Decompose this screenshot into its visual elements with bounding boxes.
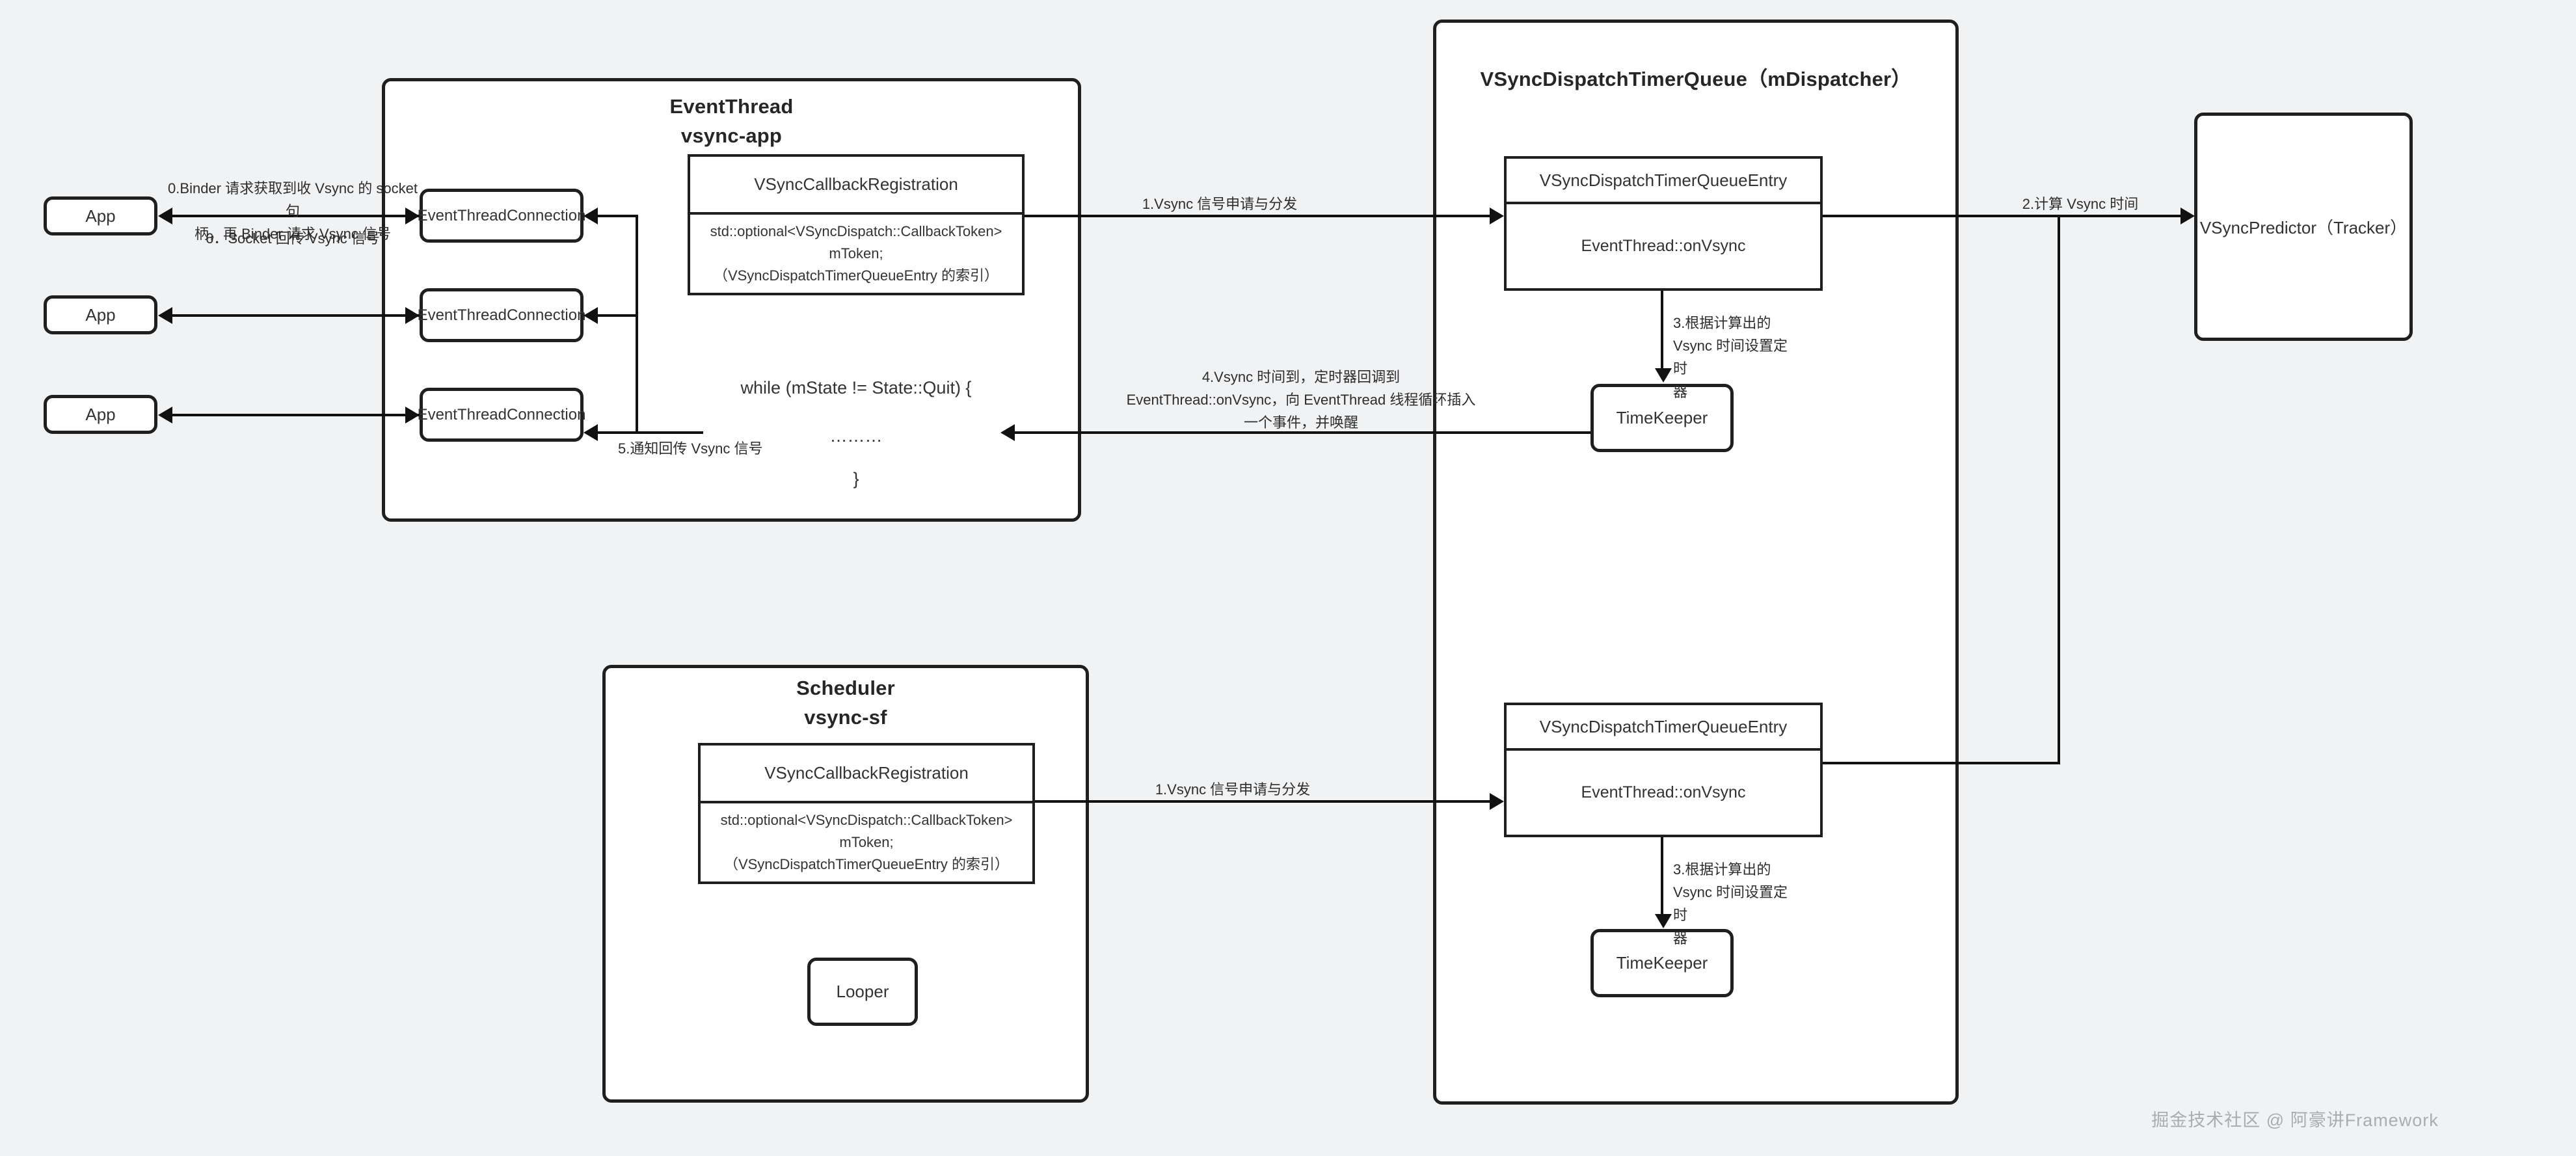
connector-timer-callback-line bbox=[1015, 431, 1590, 434]
scheduler-title: Scheduler bbox=[796, 677, 895, 699]
timekeeper-node-1-label: TimeKeeper bbox=[1616, 408, 1708, 427]
dispatcher-title: VSyncDispatchTimerQueue（mDispatcher） bbox=[1480, 68, 1912, 90]
vsync-predictor-panel[interactable]: VSyncPredictor（Tracker） bbox=[2194, 113, 2413, 341]
connector-predictor-bus-vertical bbox=[2058, 215, 2060, 763]
watermark: 掘金技术社区 @ 阿豪讲Framework bbox=[2151, 1110, 2439, 1130]
connector-set-timer-top-arrowhead bbox=[1655, 368, 1672, 383]
event-thread-registration-header: VSyncCallbackRegistration bbox=[690, 157, 1022, 215]
connector-vsync-dispatch-sf-arrowhead bbox=[1490, 793, 1504, 810]
edge-label-socket-return: 6．Socket 回传 Vsync 信号 bbox=[206, 230, 380, 247]
connector-notify-bus-horizontal bbox=[585, 431, 703, 434]
event-thread-connection-2-label: EventThreadConnection bbox=[417, 306, 586, 324]
edge-label-vsync-dispatch-sf: 1.Vsync 信号申请与分发 bbox=[1155, 781, 1311, 798]
event-thread-connection-3-label: EventThreadConnection bbox=[417, 405, 586, 423]
timekeeper-node-2-label: TimeKeeper bbox=[1616, 953, 1708, 973]
connector-vsync-dispatch-app-line bbox=[1025, 215, 1490, 217]
edge-label-binder-request: 0.Binder 请求获取到收 Vsync 的 socket 句 柄，再 Bin… bbox=[168, 180, 418, 243]
looper-node[interactable]: Looper bbox=[807, 958, 918, 1026]
dispatcher-entry-1[interactable]: VSyncDispatchTimerQueueEntry EventThread… bbox=[1504, 156, 1823, 291]
event-thread-subtitle: vsync-app bbox=[680, 124, 783, 147]
connector-notify-bus-vertical bbox=[636, 215, 638, 433]
connector-notify-branch-3-arrowhead bbox=[584, 424, 598, 441]
connector-app1-line bbox=[172, 215, 420, 217]
connector-app3-arrowhead-right bbox=[405, 407, 420, 423]
app-node-1-label: App bbox=[85, 206, 116, 226]
scheduler-title-group: Scheduler vsync-sf bbox=[602, 674, 1089, 733]
edge-label-notify-vsync-back: 5.通知回传 Vsync 信号 bbox=[618, 440, 763, 457]
connector-notify-branch-2 bbox=[598, 314, 638, 317]
edge-label-set-timer-bottom: 3.根据计算出的 Vsync 时间设置定时 器 bbox=[1673, 861, 1788, 947]
event-thread-loop-close: } bbox=[853, 469, 859, 489]
connector-set-timer-top-line bbox=[1661, 291, 1663, 370]
connector-set-timer-bottom-arrowhead bbox=[1655, 914, 1672, 928]
dispatcher-entry-1-body: EventThread::onVsync bbox=[1581, 237, 1746, 256]
app-node-1[interactable]: App bbox=[44, 196, 157, 235]
connector-compute-vsync-line bbox=[1823, 215, 2182, 217]
connector-app3-line bbox=[172, 414, 420, 416]
edge-label-compute-vsync-time: 2.计算 Vsync 时间 bbox=[2022, 196, 2139, 212]
dispatcher-entry-1-header: VSyncDispatchTimerQueueEntry bbox=[1507, 159, 1820, 204]
vsync-predictor-label: VSyncPredictor（Tracker） bbox=[2199, 218, 2408, 237]
event-thread-loop-dots: ……… bbox=[829, 426, 883, 446]
connector-app1-arrowhead-right bbox=[405, 208, 420, 224]
connector-notify-branch-1-arrowhead bbox=[584, 208, 598, 224]
event-thread-title-group: EventThread vsync-app bbox=[382, 92, 1081, 151]
timekeeper-node-2[interactable]: TimeKeeper bbox=[1590, 929, 1734, 997]
connector-set-timer-bottom-line bbox=[1661, 837, 1663, 916]
looper-label: Looper bbox=[836, 982, 889, 1001]
connector-compute-vsync-arrowhead bbox=[2180, 208, 2195, 224]
event-thread-loop-open: while (mState != State::Quit) { bbox=[740, 378, 972, 397]
app-node-2-label: App bbox=[85, 304, 116, 325]
event-thread-registration-body: std::optional<VSyncDispatch::CallbackTok… bbox=[710, 222, 1002, 284]
connector-predictor-bus-to-entry2 bbox=[1823, 762, 2060, 764]
connector-app2-arrowhead-left bbox=[158, 307, 172, 324]
dispatcher-entry-2-header: VSyncDispatchTimerQueueEntry bbox=[1507, 705, 1820, 751]
connector-app2-line bbox=[172, 314, 420, 317]
edge-label-vsync-dispatch-app: 1.Vsync 信号申请与分发 bbox=[1142, 196, 1298, 212]
app-node-2[interactable]: App bbox=[44, 295, 157, 334]
event-thread-connection-1[interactable]: EventThreadConnection bbox=[417, 189, 586, 243]
connector-app1-arrowhead-left bbox=[158, 208, 172, 224]
connector-app3-arrowhead-left bbox=[158, 407, 172, 423]
event-thread-vsync-callback-registration[interactable]: VSyncCallbackRegistration std::optional<… bbox=[688, 154, 1025, 295]
app-node-3[interactable]: App bbox=[44, 395, 157, 434]
event-thread-connection-1-label: EventThreadConnection bbox=[417, 206, 586, 224]
app-node-3-label: App bbox=[85, 404, 116, 424]
event-thread-title: EventThread bbox=[669, 95, 794, 118]
scheduler-subtitle: vsync-sf bbox=[804, 705, 887, 729]
connector-vsync-dispatch-app-arrowhead bbox=[1490, 208, 1504, 224]
connector-notify-branch-1 bbox=[598, 215, 638, 217]
scheduler-registration-header: VSyncCallbackRegistration bbox=[701, 746, 1032, 803]
event-thread-connection-2[interactable]: EventThreadConnection bbox=[417, 288, 586, 342]
timekeeper-node-1[interactable]: TimeKeeper bbox=[1590, 384, 1734, 452]
connector-notify-branch-2-arrowhead bbox=[584, 307, 598, 324]
scheduler-registration-body: std::optional<VSyncDispatch::CallbackTok… bbox=[720, 811, 1013, 873]
edge-label-set-timer-top: 3.根据计算出的 Vsync 时间设置定时 器 bbox=[1673, 315, 1788, 400]
scheduler-vsync-callback-registration[interactable]: VSyncCallbackRegistration std::optional<… bbox=[698, 743, 1035, 884]
connector-app2-arrowhead-right bbox=[405, 307, 420, 324]
connector-timer-callback-arrowhead bbox=[1000, 424, 1015, 441]
connector-vsync-dispatch-sf-line bbox=[1035, 800, 1490, 803]
dispatcher-entry-2-body: EventThread::onVsync bbox=[1581, 783, 1746, 802]
dispatcher-entry-2[interactable]: VSyncDispatchTimerQueueEntry EventThread… bbox=[1504, 703, 1823, 837]
event-thread-connection-3[interactable]: EventThreadConnection bbox=[417, 388, 586, 442]
edge-label-timer-callback: 4.Vsync 时间到，定时器回调到 EventThread::onVsync，… bbox=[1126, 369, 1476, 431]
